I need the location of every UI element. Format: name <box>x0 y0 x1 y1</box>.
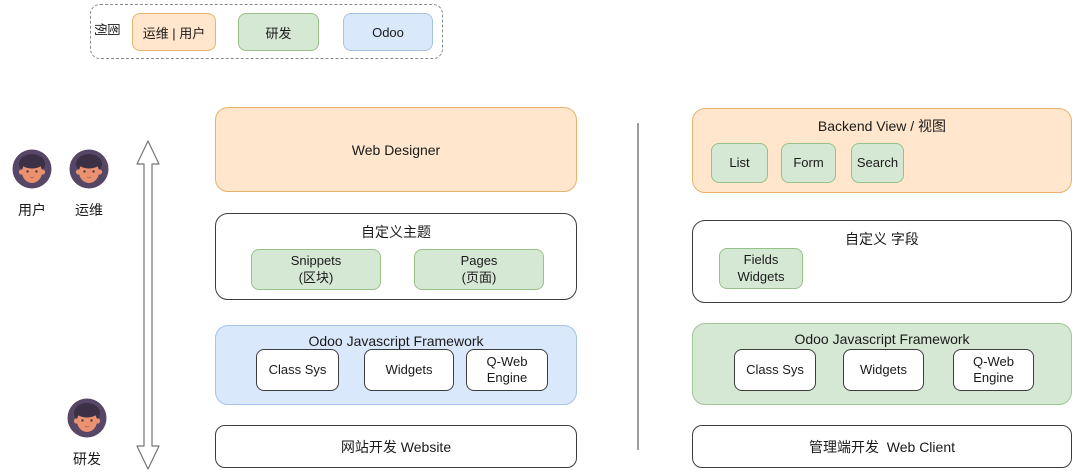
box-title: Backend View / 视图 <box>817 118 947 134</box>
legend-chip-odoo: Odoo <box>343 13 433 51</box>
actor-label: 用户 <box>18 202 46 218</box>
class-sys-chip: Class Sys <box>256 349 339 391</box>
widgets-chip: Widgets <box>843 349 924 391</box>
legend-chip-dev: 研发 <box>238 13 319 51</box>
box-title: 自定义主题 <box>361 224 431 240</box>
form-chip: Form <box>781 143 836 183</box>
person-avatar-icon <box>67 398 107 438</box>
chip-line: (页面) <box>461 269 497 285</box>
person-avatar-icon <box>69 149 109 189</box>
person-avatar-icon <box>12 149 52 189</box>
box-title: 网站开发 Website <box>340 438 452 455</box>
chip-line: Q-Web <box>486 353 528 369</box>
chip-line: List <box>729 154 750 170</box>
qweb-engine-chip: Q-Web Engine <box>466 349 548 391</box>
legend-chip-label: Odoo <box>372 24 404 40</box>
website-dev-box: 网站开发 Website <box>215 425 577 468</box>
legend-title: 图例 <box>93 23 121 39</box>
column-divider <box>637 123 639 450</box>
actor-dev: 研发 <box>67 398 107 469</box>
chip-line: Widgets <box>737 268 785 284</box>
box-title: 管理端开发 Web Client <box>809 438 955 455</box>
chip-line: Q-Web <box>973 353 1014 369</box>
actor-label: 研发 <box>73 451 101 467</box>
box-title: Web Designer <box>351 141 441 158</box>
legend-chip-ops-user: 运维 | 用户 <box>132 13 216 51</box>
widgets-chip: Widgets <box>364 349 454 391</box>
custom-fields-box: 自定义 字段 Fields Widgets <box>692 220 1072 303</box>
actor-ops: 运维 <box>69 149 109 220</box>
search-chip: Search <box>851 143 904 183</box>
qweb-engine-chip: Q-Web Engine <box>953 349 1034 391</box>
chip-line: Widgets <box>385 361 433 377</box>
list-chip: List <box>711 143 768 183</box>
chip-line: Widgets <box>860 361 907 377</box>
actor-label: 运维 <box>75 202 103 218</box>
web-designer-box: Web Designer <box>215 107 577 192</box>
chip-line: (区块) <box>298 269 334 285</box>
class-sys-chip: Class Sys <box>734 349 816 391</box>
chip-line: Class Sys <box>746 361 804 377</box>
web-client-dev-box: 管理端开发 Web Client <box>692 425 1072 468</box>
box-title: Odoo Javascript Framework <box>794 331 970 347</box>
actor-user: 用户 <box>12 149 52 220</box>
backend-view-box: Backend View / 视图 List Form Search <box>692 108 1072 193</box>
chip-line: Search <box>856 154 899 170</box>
chip-line: Engine <box>486 370 528 385</box>
custom-theme-box: 自定义主题 Snippets (区块) Pages (页面) <box>215 213 577 300</box>
chip-line: Snippets <box>290 253 342 269</box>
legend-box: 图例 运维 | 用户 研发 Odoo <box>90 4 443 59</box>
fields-widgets-chip: Fields Widgets <box>719 248 803 289</box>
odoo-js-framework-box-right: Odoo Javascript Framework Class Sys Widg… <box>692 323 1072 405</box>
chip-line: Class Sys <box>268 361 327 377</box>
legend-chip-label: 运维 | 用户 <box>142 25 206 41</box>
box-title: 自定义 字段 <box>845 231 919 247</box>
snippets-chip: Snippets (区块) <box>251 249 381 290</box>
chip-line: Form <box>793 154 824 170</box>
chip-line: Fields <box>743 252 779 268</box>
chip-line: Pages <box>460 253 498 269</box>
pages-chip: Pages (页面) <box>414 249 544 290</box>
box-title: Odoo Javascript Framework <box>308 333 484 349</box>
chip-line: Engine <box>973 370 1014 385</box>
legend-chip-label: 研发 <box>265 25 292 41</box>
bidirectional-arrow <box>136 140 160 470</box>
odoo-js-framework-box-left: Odoo Javascript Framework Class Sys Widg… <box>215 325 577 405</box>
